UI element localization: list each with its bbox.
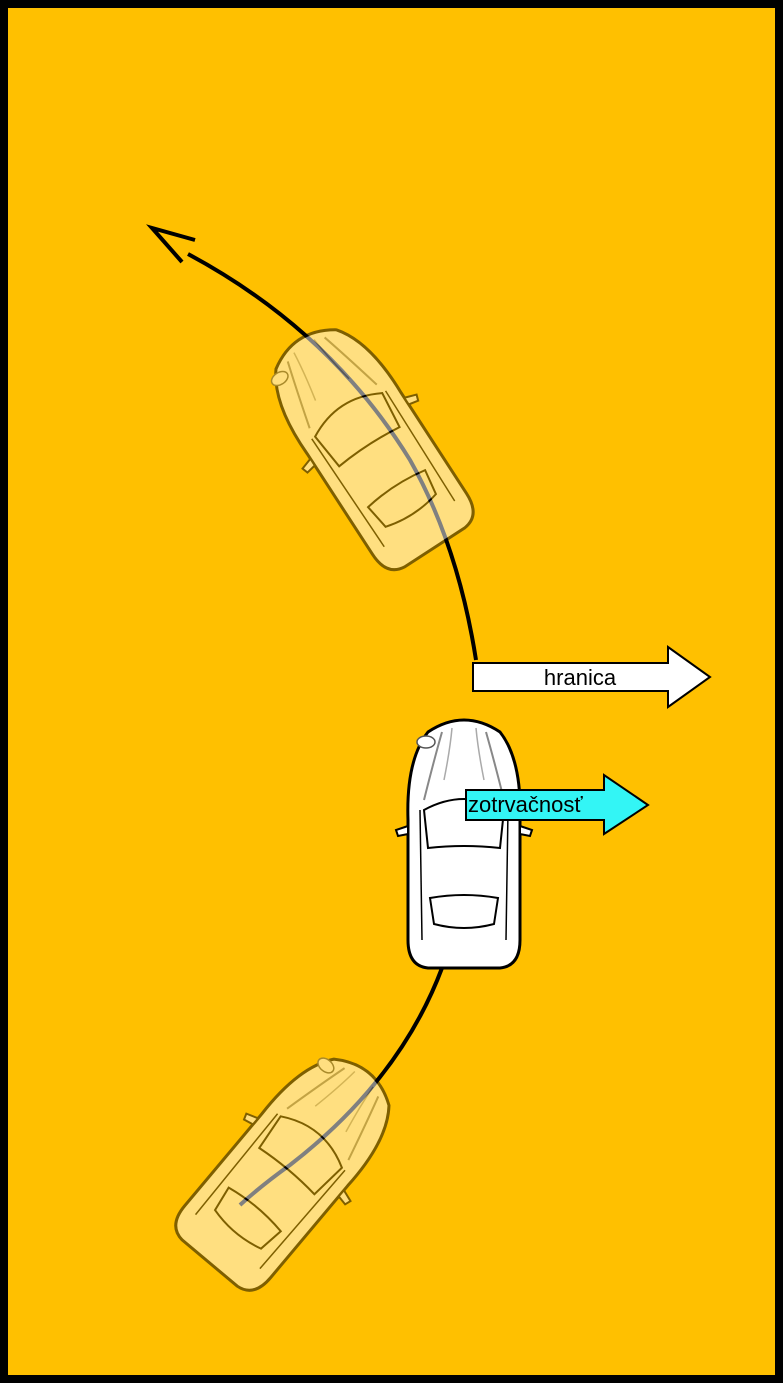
inertia-label: zotrvačnosť xyxy=(468,792,583,817)
boundary-arrow: hranica xyxy=(472,645,712,709)
boundary-label: hranica xyxy=(544,665,617,690)
inertia-arrow: zotrvačnosť xyxy=(465,773,650,836)
arrow-right-icon xyxy=(465,773,650,836)
arrowhead-icon xyxy=(146,224,196,264)
ghost-car-upper xyxy=(241,300,494,586)
arrow-right-icon xyxy=(472,645,712,709)
ghost-car-lower xyxy=(156,1027,423,1309)
car-top-view-icon xyxy=(394,718,534,970)
